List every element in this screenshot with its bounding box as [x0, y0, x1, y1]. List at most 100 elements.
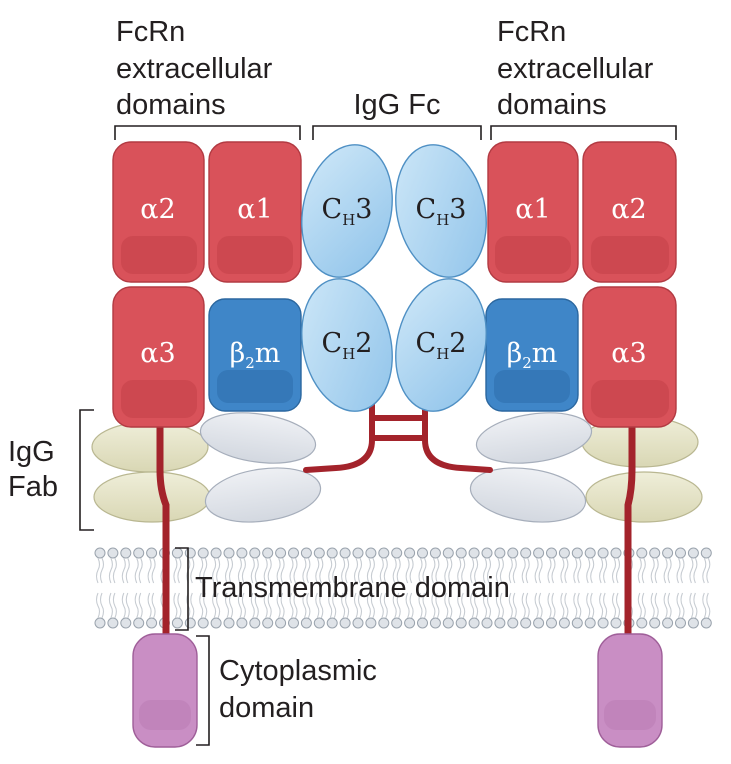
lipid-tail	[650, 592, 655, 619]
lipid-head	[429, 547, 441, 559]
lipid-head	[249, 547, 261, 559]
lipid-tail	[577, 592, 582, 619]
lipid-head	[597, 617, 609, 629]
lipid-head	[417, 547, 428, 559]
lipid-head	[352, 547, 364, 559]
lipid-head	[481, 617, 493, 629]
lipid-tail	[615, 592, 621, 619]
alpha1-label-right: α1	[515, 194, 550, 225]
lipid-tail	[134, 557, 139, 584]
lipid-tail	[676, 592, 681, 619]
lipid-tail	[534, 557, 539, 584]
bracket-transmembrane	[175, 547, 189, 631]
lipid-tail	[693, 592, 698, 619]
lipid-tail	[573, 592, 578, 619]
lipid-tail	[302, 592, 307, 619]
lipid-tail	[676, 557, 681, 584]
lipid-tail	[392, 557, 397, 584]
fcrn-right	[485, 141, 677, 428]
lipid-head	[249, 617, 261, 629]
lipid-head	[442, 547, 454, 559]
lipid-tail	[641, 592, 646, 619]
lipid-tail	[134, 592, 139, 619]
lipid-tail	[345, 592, 350, 619]
lipid-head	[120, 547, 132, 559]
lipid-head	[339, 617, 351, 629]
ch2-label-right: CH2	[416, 328, 467, 363]
lipid-head	[610, 547, 622, 559]
lipid-tail	[370, 557, 375, 584]
lipid-tail	[650, 557, 655, 584]
lipid-head	[326, 617, 338, 629]
lipid-tail	[482, 557, 488, 584]
lipid-tail	[224, 592, 230, 619]
lipid-tail	[254, 557, 259, 584]
lipid-head	[494, 617, 506, 629]
fab-beige-lower-right	[585, 471, 703, 523]
lipid-tail	[474, 592, 479, 619]
lipid-tail	[293, 592, 298, 619]
fcrn-left	[112, 141, 302, 428]
lipid-head	[494, 547, 506, 559]
lipid-tail	[190, 592, 195, 619]
bracket-igg-fc	[312, 125, 482, 140]
ch3-label-left: CH3	[322, 194, 373, 229]
lipid-tail	[525, 557, 530, 584]
lipid-tail	[702, 592, 707, 619]
ch3-domain-right	[395, 144, 487, 278]
lipid-tail	[224, 557, 230, 584]
lipid-head	[94, 547, 106, 559]
lipid-head	[429, 617, 441, 629]
lipid-tail	[151, 592, 156, 619]
lipid-tail	[508, 557, 513, 584]
lipid-tail	[289, 592, 294, 619]
lipid-tail	[486, 557, 492, 584]
lipid-tail	[332, 557, 337, 584]
lipid-tail	[392, 592, 397, 619]
lipid-head	[597, 547, 609, 559]
lipid-tail	[667, 592, 672, 619]
lipid-head	[262, 617, 274, 629]
lipid-head	[365, 617, 377, 629]
lipid-tail	[216, 557, 221, 584]
lipid-head	[339, 547, 351, 559]
lipid-tail	[379, 557, 384, 584]
lipid-tail	[508, 592, 513, 619]
transmembrane-label: Transmembrane domain	[195, 572, 510, 604]
lipid-tail	[383, 557, 388, 584]
lipid-tail	[689, 592, 694, 619]
lipid-head	[313, 617, 325, 629]
lipid-tail	[599, 557, 604, 584]
lipid-head	[197, 617, 209, 629]
lipid-tail	[599, 592, 604, 619]
lipid-head	[94, 617, 106, 629]
lipid-tail	[680, 592, 685, 619]
lipid-head	[610, 617, 622, 629]
alpha3-label-left: α3	[140, 338, 175, 369]
lipid-tail	[108, 557, 113, 584]
lipid-tail	[444, 592, 449, 619]
lipid-tail	[177, 592, 182, 619]
lipid-head	[468, 547, 480, 559]
lipid-tail	[267, 557, 272, 584]
cytoplasmic-line1: Cytoplasmic	[219, 655, 377, 687]
lipid-head	[571, 547, 583, 559]
lipid-head	[391, 547, 403, 559]
lipid-tail	[461, 592, 466, 619]
lipid-tail	[547, 557, 552, 584]
lipid-tail	[263, 592, 268, 619]
lipid-tail	[654, 557, 659, 584]
lipid-tail	[448, 592, 453, 619]
lipid-tail	[383, 592, 388, 619]
lipid-head	[571, 617, 583, 629]
lipid-head	[365, 547, 377, 559]
lipid-head	[700, 547, 712, 559]
lipid-tail	[641, 557, 646, 584]
alpha3-label-right: α3	[611, 338, 646, 369]
lipid-tail	[379, 592, 384, 619]
lipid-head	[171, 617, 183, 629]
lipid-tail	[564, 592, 569, 619]
beta2m-label-left: β2m	[230, 338, 281, 372]
lipid-tail	[341, 557, 346, 584]
lipid-tail	[147, 557, 152, 584]
